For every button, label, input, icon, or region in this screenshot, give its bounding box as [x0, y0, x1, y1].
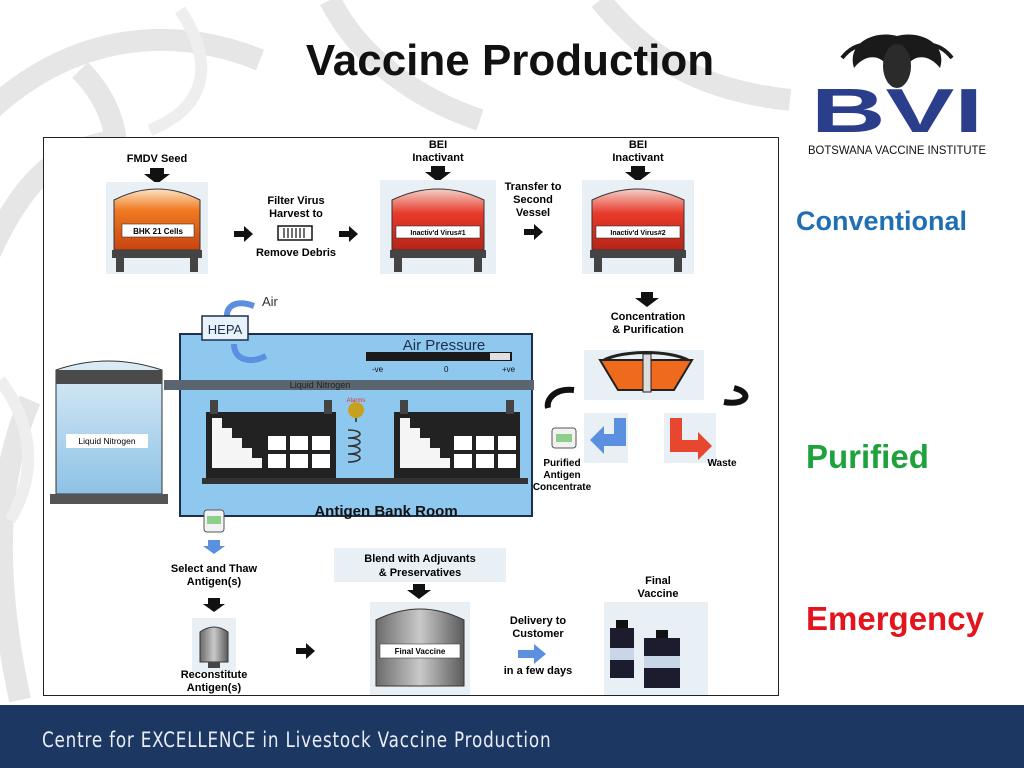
- right-arrow-icon: [524, 224, 543, 240]
- final-vaccine-tank-label: Final Vaccine: [395, 647, 446, 656]
- right-arrow-icon: [339, 226, 358, 242]
- inactivated-virus-2-label: Inactiv'd Virus#2: [610, 230, 665, 237]
- buffalo-icon: [840, 34, 954, 88]
- right-arrow-icon: [296, 643, 315, 659]
- filter-label-2: Harvest to: [269, 208, 323, 220]
- select-thaw-label-1: Select and Thaw: [171, 563, 258, 575]
- reconstitute-label-2: Antigen(s): [187, 682, 242, 694]
- select-thaw-label-2: Antigen(s): [187, 576, 242, 588]
- antigen-bank-label: Antigen Bank Room: [314, 503, 457, 520]
- liquid-nitrogen-tank-label: Liquid Nitrogen: [78, 436, 135, 446]
- footer-text: Centre for EXCELLENCE in Livestock Vacci…: [42, 728, 552, 752]
- bei-label-2b: Inactivant: [612, 152, 664, 164]
- down-arrow-icon: [203, 540, 225, 554]
- pressure-neg-label: -ve: [372, 365, 384, 374]
- filter-harvest-step: Filter Virus Harvest to Remove Debris: [256, 195, 336, 259]
- transfer-label-3: Vessel: [516, 207, 550, 219]
- liquid-nitrogen-tank: Liquid Nitrogen: [50, 360, 168, 504]
- alarm-label: Alarms: [347, 398, 366, 404]
- concentration-step: Concentration & Purification: [544, 292, 749, 409]
- liquid-nitrogen-pipe: [164, 380, 534, 390]
- vaccine-bottle-icon: [610, 620, 634, 678]
- air-pressure-label: Air Pressure: [403, 337, 486, 354]
- final-vaccine-bottles: Final Vaccine: [604, 575, 708, 695]
- antigen-bank-room: Air HEPA Air Pressure -ve 0 +ve Liquid N…: [164, 294, 534, 520]
- fmdv-seed-step: FMDV Seed BHK 21 Cells: [106, 153, 208, 274]
- slide-title: Vaccine Production: [305, 36, 715, 85]
- final-vaccine-tank: Final Vaccine: [370, 602, 470, 695]
- blue-right-arrow-icon: [518, 644, 546, 664]
- delivery-label-1: Delivery to: [510, 615, 567, 627]
- blue-flow-arrow-icon: [590, 418, 626, 454]
- bei-label-1a: BEI: [429, 139, 447, 151]
- blend-label-1: Blend with Adjuvants: [364, 553, 475, 565]
- logo-institute-name: BOTSWANA VACCINE INSTITUTE: [808, 145, 986, 157]
- delivery-step: Delivery to Customer in a few days: [504, 615, 572, 677]
- red-flow-arrow-icon: [670, 418, 712, 460]
- down-arrow-icon: [144, 168, 170, 184]
- bhk-cells-label: BHK 21 Cells: [133, 227, 183, 236]
- delivery-label-3: in a few days: [504, 665, 572, 677]
- delivery-label-2: Customer: [512, 628, 564, 640]
- freezer-right: [394, 400, 520, 478]
- airflow-arrow-icon: [231, 343, 268, 363]
- purified-label-2: Antigen: [543, 470, 580, 481]
- process-flow-diagram: FMDV Seed BHK 21 Cells Filter Virus Harv…: [50, 139, 749, 695]
- label-emergency: Emergency: [806, 600, 984, 637]
- transfer-label-2: Second: [513, 194, 553, 206]
- air-label: Air: [262, 294, 279, 309]
- bei-inactivation-2: BEI Inactivant Inactiv'd Virus#2: [582, 139, 694, 274]
- bioreactor-tank-virus1: Inactiv'd Virus#1: [390, 188, 486, 272]
- down-arrow-icon: [425, 166, 451, 182]
- liquid-nitrogen-pipe-label: Liquid Nitrogen: [290, 380, 351, 390]
- purified-label-3: Concentrate: [533, 482, 592, 493]
- fmdv-seed-label: FMDV Seed: [127, 153, 188, 165]
- remove-debris-label: Remove Debris: [256, 247, 336, 259]
- bei-label-1b: Inactivant: [412, 152, 464, 164]
- bioreactor-tank-virus2: Inactiv'd Virus#2: [590, 188, 686, 272]
- waste-label: Waste: [707, 458, 737, 469]
- alarm-icon: Alarms: [347, 398, 366, 463]
- rotation-arrow-icon: [544, 386, 575, 409]
- down-arrow-icon: [407, 584, 431, 599]
- pressure-pos-label: +ve: [502, 365, 516, 374]
- freezer-left: [206, 400, 336, 478]
- reconstitute-label-1: Reconstitute: [181, 669, 248, 681]
- centrifuge-icon: [598, 351, 694, 393]
- hepa-filter-label: HEPA: [208, 322, 243, 337]
- inactivated-virus-1-label: Inactiv'd Virus#1: [410, 230, 465, 237]
- filter-icon: [277, 225, 313, 241]
- final-vaccine-label-2: Vaccine: [638, 588, 679, 600]
- pressure-zero-label: 0: [444, 365, 449, 374]
- concentration-label-2: & Purification: [612, 324, 684, 336]
- footer-bar: [0, 705, 1024, 768]
- filter-label-1: Filter Virus: [267, 195, 324, 207]
- label-purified: Purified: [806, 438, 929, 475]
- label-conventional: Conventional: [796, 206, 968, 236]
- bei-label-2a: BEI: [629, 139, 647, 151]
- purified-antigen-step: Purified Antigen Concentrate Waste: [533, 413, 737, 493]
- transfer-label-1: Transfer to: [505, 181, 562, 193]
- transfer-step: Transfer to Second Vessel: [505, 181, 562, 240]
- blend-label-2: & Preservatives: [379, 567, 462, 579]
- vaccine-production-diagram: FMDV Seed BHK 21 Cells Filter Virus Harv…: [43, 137, 779, 696]
- blend-step: Blend with Adjuvants & Preservatives: [334, 548, 506, 599]
- concentration-label-1: Concentration: [611, 311, 686, 323]
- down-arrow-icon: [625, 166, 651, 182]
- down-arrow-icon: [635, 292, 659, 307]
- final-vaccine-label-1: Final: [645, 575, 671, 587]
- bioreactor-tank-bhk: BHK 21 Cells: [112, 188, 202, 272]
- pressure-gauge: [366, 352, 512, 361]
- logo-letters: BVI: [811, 77, 983, 146]
- down-arrow-icon: [203, 598, 225, 612]
- right-arrow-icon: [234, 226, 253, 242]
- bei-inactivation-1: BEI Inactivant Inactiv'd Virus#1: [380, 139, 496, 274]
- select-thaw-step: Select and Thaw Antigen(s) Reconstitute …: [171, 509, 258, 694]
- purified-label-1: Purified: [543, 458, 580, 469]
- bottle-icon: [199, 626, 229, 663]
- vaccine-bottle-icon: [644, 630, 680, 688]
- rotation-arrow-icon: [723, 385, 749, 406]
- bvi-logo: BVI BOTSWANA VACCINE INSTITUTE: [808, 34, 986, 157]
